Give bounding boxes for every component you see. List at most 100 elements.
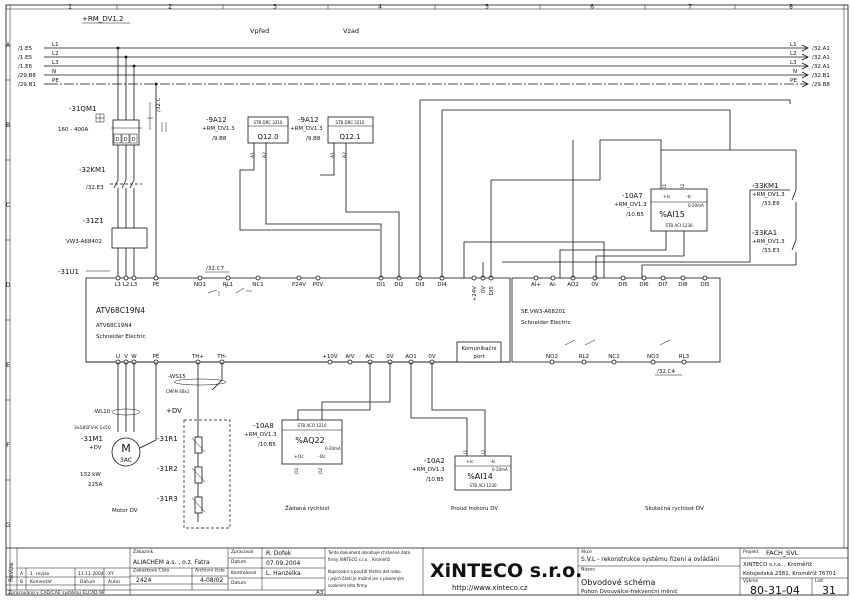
r2-tag: -31R2 (157, 465, 178, 473)
terminal-24v (471, 275, 477, 281)
wl10-cable: 3x185FV-K 1x50 (74, 425, 111, 431)
company-url: http://www.xinteco.cz (452, 584, 528, 592)
field-label: Datum (231, 559, 246, 565)
a7-tag: -10A7 (622, 192, 643, 200)
pin-label: O2 (318, 467, 324, 474)
actual-speed-caption: Skutečná rychlost DV (645, 505, 704, 512)
z1-tag: -31Z1 (83, 217, 104, 225)
comm-port-label: Komunikační (461, 345, 497, 352)
qm1-range: 160 - 400A (58, 127, 88, 133)
svg-text:D: D (116, 137, 120, 143)
ka1-tag: -33KA1 (752, 229, 777, 237)
pin-label: -Ic (686, 194, 692, 200)
field-label: Akce (581, 549, 592, 555)
motor-current: 225A (88, 482, 102, 488)
terminal-label: AIV (345, 354, 354, 360)
bus-name-left: L2 (52, 51, 59, 57)
revision-date: 11.11.2004 (78, 571, 104, 577)
action-value: S.V.L - rekonstrukce systému řízení a ov… (581, 556, 719, 563)
motor-current-caption: Proud motoru DV (451, 506, 498, 512)
revision-number: A (20, 571, 24, 577)
terminal-nc1 (255, 275, 261, 281)
contacts-right: -33KM1 +RM_DV1.3 /33.E8 -33KA1 +RM_DV1.3… (641, 149, 797, 278)
relay-ref: /32.C7 (206, 266, 224, 272)
field-label: Zakázkové Číslo (133, 567, 170, 574)
copyright-note: Tento dokument obsahuje chráněné data (327, 550, 411, 555)
terminal-label: 0V (481, 286, 487, 293)
company-logo: XiNTECO s.r.o. (430, 560, 582, 582)
a7-location: +RM_DV1.3 (614, 202, 647, 208)
drive-model: ATV68C19N4 (96, 306, 145, 315)
control-wiring-top (239, 99, 791, 278)
a12-ref: /9.B8 (306, 136, 321, 142)
pin-label: A2 (262, 152, 268, 158)
col-label: 6 (590, 4, 594, 11)
terminal-label: DI7 (658, 282, 668, 288)
km1-ref: /32.E3 (86, 185, 104, 191)
module-head: STB DRC 3210 (254, 120, 283, 125)
terminal-label: DI4 (437, 282, 447, 288)
pin-label: -Oc (318, 454, 326, 460)
copyright-note: Kopírování a použití těchto dat nebo (328, 569, 401, 574)
a12-tag: -9A12 (298, 116, 319, 124)
revision-desc: Komentář (30, 578, 52, 585)
bus-ref-left: /29.B1 (18, 82, 36, 88)
terminal-di8 (680, 275, 686, 281)
terminal-label: NO1 (194, 282, 206, 288)
terminal-label: RL3 (679, 354, 690, 360)
terminal-label: DI3 (415, 282, 425, 288)
ka1-ref: /33.E3 (762, 248, 780, 254)
motor-location: +DV (89, 445, 102, 451)
terminal-label: AI- (549, 282, 556, 288)
bus-ref-right: /32.B1 (812, 73, 830, 79)
a2-ref: /10.B5 (426, 477, 444, 483)
row-label: D (6, 282, 11, 289)
terminal-label: DI6 (639, 282, 649, 288)
row-label: A (6, 42, 11, 49)
module-value: %AI14 (467, 472, 493, 481)
title-block: Revize A 1. revize 11.11.2004 XY B Komen… (6, 547, 848, 597)
row-label: G (6, 522, 11, 529)
motor-circuit: M 3AC -31M1 +DV 132 kW 225A Motor DV -WL… (74, 362, 231, 529)
terminal-l3 (131, 275, 137, 281)
project-value: FACH_SVL (766, 549, 799, 557)
row-label: F (6, 442, 10, 449)
col-label: 8 (789, 4, 793, 11)
a8-tag: -10A8 (253, 422, 274, 430)
row-label: B (6, 122, 10, 129)
bus-name-right: N (793, 69, 797, 75)
drawing-number: 80-31-04 (750, 584, 800, 597)
terminal-label: DI8 (678, 282, 688, 288)
terminal-no3 (650, 359, 656, 365)
col-label: 3 (273, 4, 277, 11)
analog-input-module-ai15: +Ic -Ic 0-20mA %AI15 STB ACI 1230 I1 I2 … (614, 184, 708, 232)
io-extension-card: SE.VW3-A68201 Schneider Electric (511, 277, 721, 363)
bus-ref-right: /32.A1 (812, 46, 830, 52)
forward-label: Vpřed (250, 27, 269, 35)
module-address: Q12.1 (339, 133, 360, 141)
a2-tag: -10A2 (424, 457, 445, 465)
pin-label: -Ic (490, 459, 496, 465)
motor-caption: Motor DV (112, 508, 138, 514)
address-value: Kotojedská 2381, Kroměříž 76701 (743, 570, 836, 577)
terminal-label: DI2 (394, 282, 403, 288)
terminal-label: PE (153, 354, 160, 360)
terminal-di6 (641, 275, 647, 281)
svg-text:D: D (132, 137, 136, 143)
drive-model-small: ATV68C19N4 (96, 323, 132, 329)
module-value: %AQ22 (295, 436, 324, 445)
qm1-contact-ref: /32.C (156, 97, 162, 112)
terminal-rl3 (681, 359, 687, 365)
terminal-label: AO2 (567, 282, 579, 288)
terminal-l2 (123, 275, 129, 281)
dv-location: +DV (166, 407, 182, 415)
module-address: Q12.0 (257, 133, 278, 141)
date-value: 07.09.2004 (266, 560, 301, 567)
terminal-label: NO2 (546, 354, 558, 360)
terminal-di7 (660, 275, 666, 281)
terminal-label: DI5 (700, 282, 710, 288)
pin-label: O1 (294, 467, 300, 474)
company-value: XiNTECO s.r.o. , Kroměříž (743, 561, 812, 568)
terminal-label: +24V (472, 286, 478, 302)
